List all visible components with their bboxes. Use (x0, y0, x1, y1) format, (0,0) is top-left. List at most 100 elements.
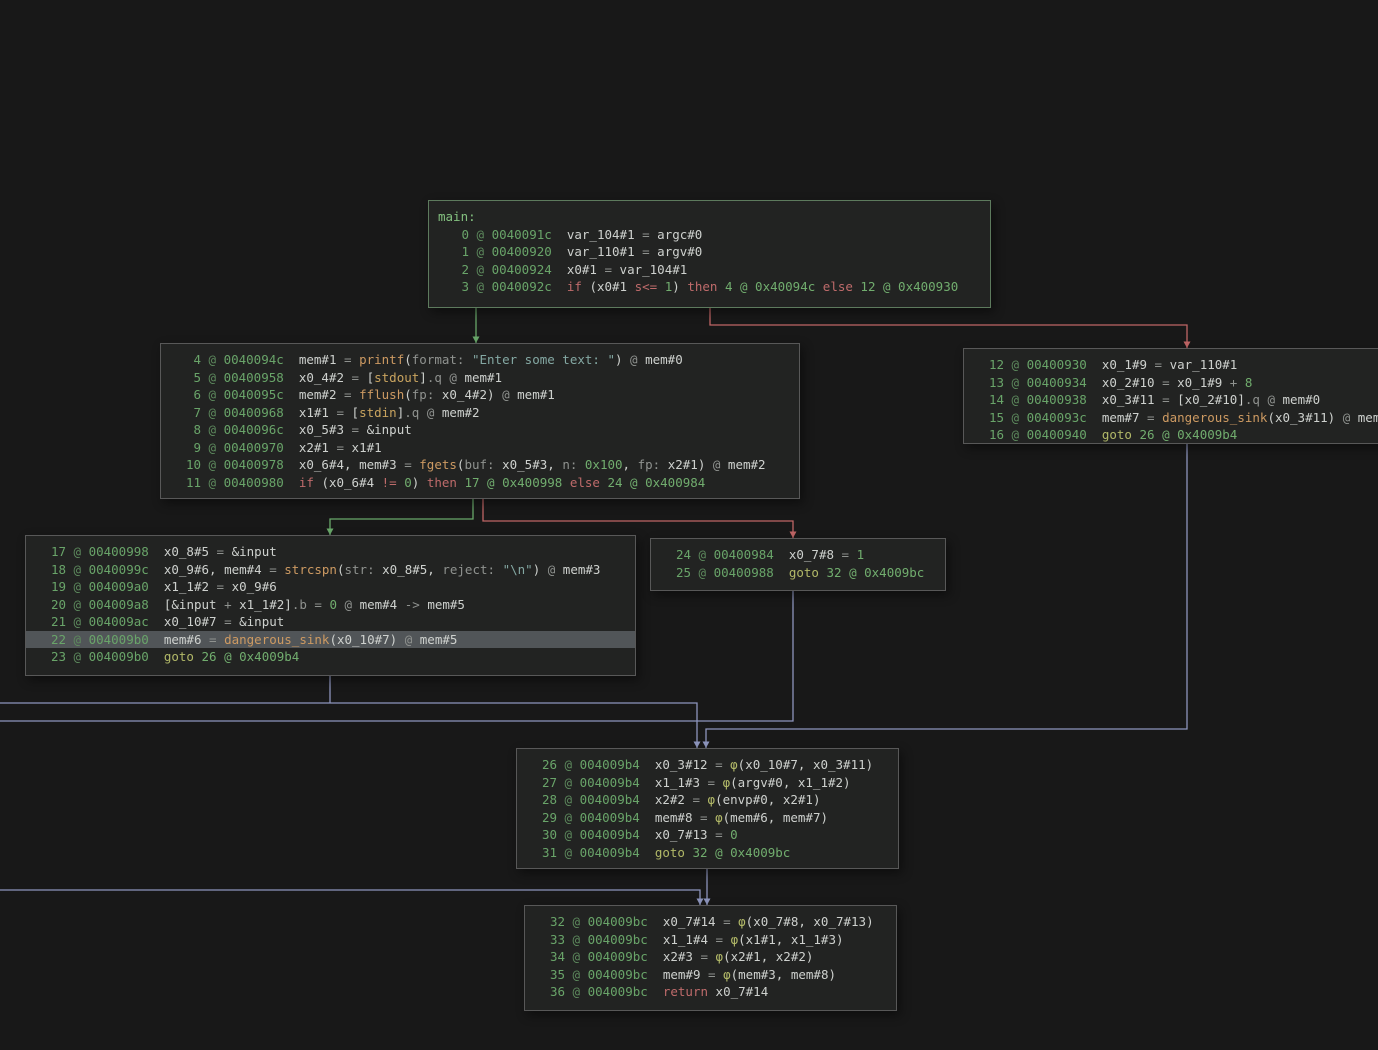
at-separator: @ (201, 404, 224, 420)
instruction-address: 004009b4 (579, 792, 640, 807)
gap (552, 262, 567, 277)
token: = (715, 914, 739, 929)
token: ) (865, 757, 874, 772)
instruction-line[interactable]: 0 @ 0040091c var_104#1 = argc#0 (429, 226, 990, 244)
instruction-line-selected[interactable]: 22 @ 004009b0 mem#6 = dangerous_sink(x0_… (26, 630, 635, 648)
instruction-line[interactable]: 18 @ 0040099c x0_9#6, mem#4 = strcspn(st… (26, 561, 635, 579)
instruction-line[interactable]: 21 @ 004009ac x0_10#7 = &input (26, 613, 635, 631)
token: φ (715, 949, 724, 964)
line-index: 20 (50, 596, 66, 612)
gap (1087, 427, 1102, 442)
at-separator: @ (201, 422, 224, 437)
line-index: 22 (50, 631, 66, 647)
gap (284, 370, 299, 385)
instruction-line[interactable]: 27 @ 004009b4 x1_1#3 = φ(argv#0, x1_1#2) (517, 774, 898, 792)
instruction-line[interactable]: 36 @ 004009bc return x0_7#14 (525, 983, 896, 1001)
instruction-line[interactable]: 24 @ 00400984 x0_7#8 = 1 (651, 546, 945, 564)
token: envp#0 (722, 792, 768, 807)
gap (1087, 357, 1102, 372)
token: ( (404, 352, 412, 367)
instruction-line[interactable]: 11 @ 00400980 if (x0_6#4 != 0) then 17 @… (161, 474, 799, 492)
line-index: 1 (461, 244, 469, 259)
token: mem#1 (517, 387, 555, 402)
basic-block-b4[interactable]: 4 @ 0040094c mem#1 = printf(format: "Ent… (160, 343, 800, 499)
instruction-address: 00400924 (491, 261, 552, 277)
line-index: 24 (675, 547, 691, 562)
instruction-line[interactable]: 23 @ 004009b0 goto 26 @ 0x4009b4 (26, 648, 635, 666)
token: printf (359, 352, 405, 367)
instruction-line[interactable]: 26 @ 004009b4 x0_3#12 = φ(x0_10#7, x0_3#… (517, 756, 898, 774)
instruction-line[interactable]: 10 @ 00400978 x0_6#4, mem#3 = fgets(buf:… (161, 456, 799, 474)
line-index: 0 (461, 226, 469, 242)
instruction-line[interactable]: 6 @ 0040095c mem#2 = fflush(fp: x0_4#2) … (161, 386, 799, 404)
at-separator: @ (565, 914, 588, 929)
edge-entry-b12-false (709, 308, 1188, 348)
basic-block-b32[interactable]: 32 @ 004009bc x0_7#14 = φ(x0_7#8, x0_7#1… (524, 905, 897, 1011)
instruction-line[interactable]: 35 @ 004009bc mem#9 = φ(mem#3, mem#8) (525, 966, 896, 984)
instruction-line[interactable]: 34 @ 004009bc x2#3 = φ(x2#1, x2#2) (525, 948, 896, 966)
token: mem#3 (562, 561, 601, 577)
instruction-line[interactable]: 12 @ 00400930 x0_1#9 = var_110#1 (964, 356, 1378, 374)
instruction-line[interactable]: 2 @ 00400924 x0#1 = var_104#1 (429, 261, 990, 279)
line-index: 12 (988, 357, 1004, 372)
token: mem#0 (1282, 392, 1321, 407)
instruction-line[interactable]: 8 @ 0040096c x0_5#3 = &input (161, 421, 799, 439)
instruction-line[interactable]: 32 @ 004009bc x0_7#14 = φ(x0_7#8, x0_7#1… (525, 913, 896, 931)
instruction-line[interactable]: 30 @ 004009b4 x0_7#13 = 0 (517, 826, 898, 844)
token: ) (820, 809, 829, 825)
token: dangerous_sink (224, 631, 330, 647)
instruction-line[interactable]: 14 @ 00400938 x0_3#11 = [x0_2#10].q @ me… (964, 391, 1378, 409)
token: @ (494, 387, 518, 402)
instruction-line[interactable]: 28 @ 004009b4 x2#2 = φ(envp#0, x2#1) (517, 791, 898, 809)
token: mem#5 (419, 631, 458, 647)
instruction-line[interactable]: 1 @ 00400920 var_110#1 = argv#0 (429, 243, 990, 261)
token: fflush (359, 387, 405, 402)
token: 1 (664, 279, 673, 294)
instruction-line[interactable]: 4 @ 0040094c mem#1 = printf(format: "Ent… (161, 351, 799, 369)
token: stdout (374, 369, 420, 385)
token: ) (843, 774, 851, 790)
edge-arrowhead-b24-b32-wrap (696, 898, 704, 905)
instruction-line[interactable]: 16 @ 00400940 goto 26 @ 0x4009b4 (964, 426, 1378, 444)
instruction-address: 004009a0 (88, 579, 149, 594)
instruction-address: 00400970 (223, 439, 284, 455)
token: str: (344, 561, 383, 577)
instruction-line[interactable]: 31 @ 004009b4 goto 32 @ 0x4009bc (517, 844, 898, 862)
instruction-line[interactable]: 7 @ 00400968 x1#1 = [stdin].q @ mem#2 (161, 404, 799, 422)
token: x0_9#6 (231, 579, 277, 594)
instruction-line[interactable]: 5 @ 00400958 x0_4#2 = [stdout].q @ mem#1 (161, 369, 799, 387)
token: @ (705, 457, 728, 472)
instruction-line[interactable]: 9 @ 00400970 x2#1 = x1#1 (161, 439, 799, 457)
instruction-address: 00400940 (1026, 427, 1087, 442)
instruction-line[interactable]: 3 @ 0040092c if (x0#1 s<= 1) then 4 @ 0x… (429, 278, 990, 296)
instruction-address: 00400988 (713, 564, 774, 580)
line-index: 19 (50, 579, 66, 594)
instruction-line[interactable]: 25 @ 00400988 goto 32 @ 0x4009bc (651, 564, 945, 582)
token: , (767, 809, 783, 825)
instruction-line[interactable]: 13 @ 00400934 x0_2#10 = x0_1#9 + 8 (964, 374, 1378, 392)
token: x1_1#3 (654, 774, 701, 790)
gap (1087, 375, 1102, 390)
token: x0_7#14 (715, 984, 769, 999)
basic-block-b26[interactable]: 26 @ 004009b4 x0_3#12 = φ(x0_10#7, x0_3#… (516, 748, 899, 869)
instruction-line[interactable]: 29 @ 004009b4 mem#8 = φ(mem#6, mem#7) (517, 809, 898, 827)
line-index: 18 (50, 561, 66, 577)
instruction-line[interactable]: 17 @ 00400998 x0_8#5 = &input (26, 543, 635, 561)
token: [ (366, 369, 375, 385)
token: = (684, 792, 708, 807)
instruction-line[interactable]: 33 @ 004009bc x1_1#4 = φ(x1#1, x1_1#3) (525, 931, 896, 949)
instruction-line[interactable]: 15 @ 0040093c mem#7 = dangerous_sink(x0_… (964, 409, 1378, 427)
token: @ (540, 561, 563, 577)
at-separator: @ (557, 774, 580, 790)
instruction-line[interactable]: 20 @ 004009a8 [&input + x1_1#2].b = 0 @ … (26, 596, 635, 614)
instruction-line[interactable]: 19 @ 004009a0 x1_1#2 = x0_9#6 (26, 578, 635, 596)
gap (640, 810, 655, 825)
token: .b (291, 596, 307, 612)
at-separator: @ (66, 631, 89, 647)
token: ( (745, 914, 754, 929)
